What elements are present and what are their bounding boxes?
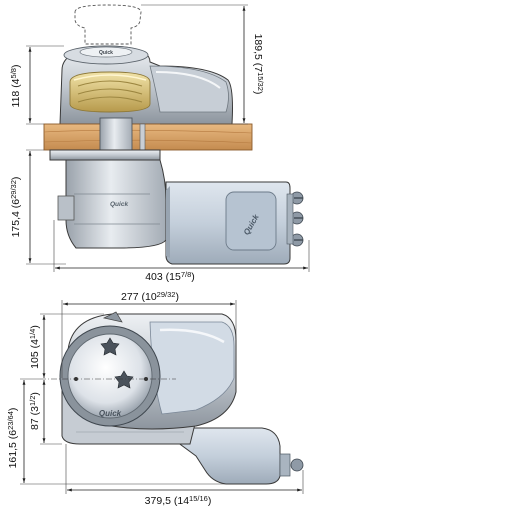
gypsy-highlight (73, 74, 147, 81)
gypsy-teeth (77, 80, 143, 103)
upper-housing-cover (149, 65, 229, 113)
gearbox-ribs (74, 193, 160, 225)
plan-drum (67, 333, 153, 419)
dim-161-label: 161,5 (623/64) (6, 408, 19, 469)
dim-118-label: 118 (45/8) (9, 65, 22, 108)
deck-grain (43, 129, 253, 144)
motor-side-panel (225, 191, 277, 251)
drum-dashed-outline (74, 4, 142, 45)
plan-dimensions: 277 (1029/32) 105 (41/4) 87 (31/2) 161,5… (6, 290, 304, 507)
top-cap-boss (79, 46, 133, 58)
side-elevation-view: Quick Quick Quick (43, 4, 304, 265)
top-dimensions: 189,5 (715/32) 118 (45/8) 175,4 (629/32)… (9, 4, 310, 283)
plan-bolt-right (144, 377, 148, 381)
deck-shaft (99, 117, 133, 153)
gypsy-brass (69, 71, 151, 113)
dim-105-label: 105 (41/4) (28, 325, 41, 369)
dim-189-label: 189,5 (715/32) (252, 34, 265, 95)
deck-plank (43, 123, 253, 151)
plan-side-star-knob (114, 370, 134, 389)
gear-logo: Quick (99, 50, 113, 56)
motor-flange (166, 186, 170, 258)
plan-cover-highlight (159, 328, 225, 344)
dim-403-label: 403 (157/8) (145, 270, 195, 283)
dim-379-label: 379,5 (1415/16) (145, 494, 212, 507)
plan-cable-gland-nut (290, 458, 304, 472)
plan-top-star-knob (100, 337, 120, 356)
gearbox-end-cap (57, 195, 75, 221)
dim-277-label: 277 (1029/32) (121, 290, 179, 303)
cable-glands (286, 191, 304, 247)
plan-view: Quick (40, 311, 304, 485)
under-deck-flange (49, 149, 161, 161)
gearbox-logo: Quick (110, 201, 128, 208)
cover-highlight (155, 71, 221, 89)
gearbox-body (65, 159, 167, 249)
dim-87-label: 87 (31/2) (28, 392, 41, 430)
plan-logo: Quick (99, 409, 122, 418)
plan-cable-gland (279, 453, 291, 477)
dim-175-label: 175,4 (629/32) (9, 177, 22, 238)
stud-bolt (139, 123, 146, 153)
plan-stripper (102, 311, 123, 323)
